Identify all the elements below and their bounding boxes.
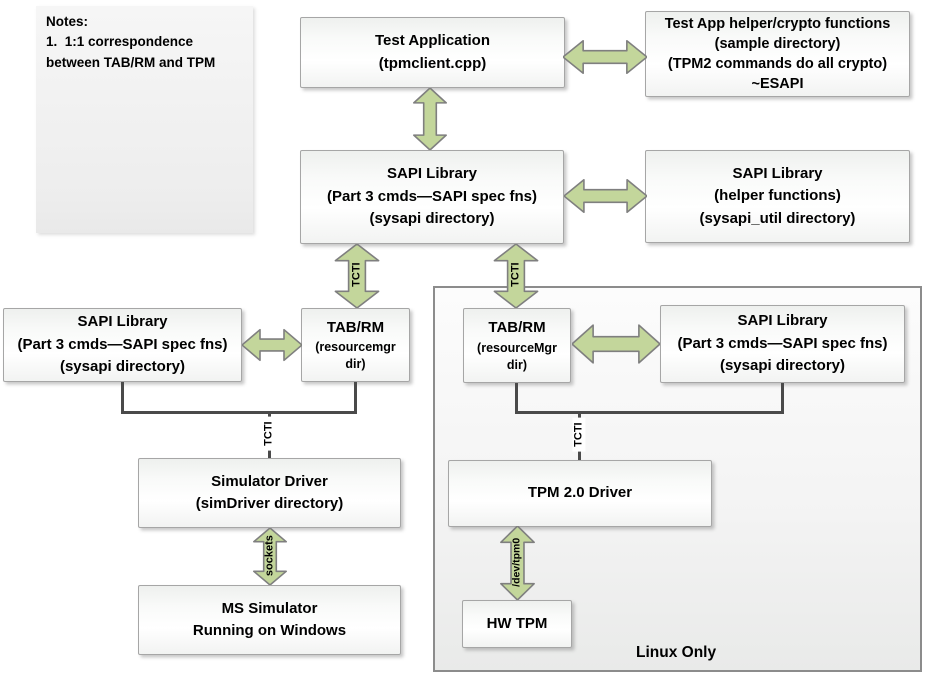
- double-arrow-testapp-sapi-icon: [412, 88, 448, 150]
- node-line: Test App helper/crypto functions: [664, 16, 891, 32]
- node-line: (sysapi directory): [369, 210, 495, 228]
- label-tcti-arrow-left: TCTI: [350, 262, 363, 287]
- node-line: dir): [345, 357, 366, 372]
- connector-line-left-horizontal: [121, 411, 357, 414]
- notes-box: Notes: 1. 1:1 correspondence between TAB…: [36, 6, 253, 233]
- node-line: MS Simulator: [221, 599, 318, 617]
- label-linux-only: Linux Only: [636, 644, 717, 661]
- double-arrow-tcti-left-icon: [333, 244, 381, 308]
- double-arrow-tcti-right-icon: [492, 244, 540, 308]
- node-hw-tpm: HW TPM: [462, 600, 572, 648]
- node-line: SAPI Library: [732, 164, 823, 182]
- connector-line-left-stub2: [354, 382, 357, 414]
- node-tab-rm-left: TAB/RM (resourcemgr dir): [301, 308, 410, 382]
- node-line: TAB/RM: [326, 318, 385, 336]
- node-sapi-library-helper: SAPI Library (helper functions) (sysapi_…: [645, 150, 910, 243]
- node-simulator-driver: Simulator Driver (simDriver directory): [138, 458, 401, 528]
- double-arrow-devtpm0-icon: [499, 526, 536, 600]
- notes-line: between TAB/RM and TPM: [46, 54, 216, 70]
- notes-heading: Notes:: [46, 14, 89, 29]
- node-line: TPM 2.0 Driver: [527, 484, 633, 502]
- node-test-application: Test Application (tpmclient.cpp): [300, 17, 565, 88]
- node-line: (Part 3 cmds—SAPI spec fns): [677, 334, 888, 352]
- node-test-app-helper: Test App helper/crypto functions (sample…: [645, 11, 910, 97]
- node-sapi-library-main: SAPI Library (Part 3 cmds—SAPI spec fns)…: [300, 150, 564, 244]
- node-line: (helper functions): [714, 187, 841, 205]
- node-line: TAB/RM: [488, 319, 546, 337]
- node-sapi-library-left: SAPI Library (Part 3 cmds—SAPI spec fns)…: [3, 308, 242, 382]
- label-sockets: sockets: [263, 535, 276, 577]
- node-line: SAPI Library: [77, 313, 168, 331]
- node-line: (simDriver directory): [195, 495, 344, 512]
- label-tcti-arrow-right: TCTI: [509, 262, 522, 287]
- double-arrow-sockets-icon: [252, 528, 288, 585]
- double-arrow-tabrm-sapiright-icon: [572, 323, 660, 365]
- node-line: (sysapi directory): [719, 357, 846, 375]
- node-line: (sample directory): [714, 36, 841, 52]
- label-tcti-bracket-left: TCTI: [262, 416, 276, 451]
- connector-line-right-horizontal: [515, 411, 784, 414]
- node-line: HW TPM: [486, 614, 548, 632]
- double-arrow-testapp-helper-icon: [563, 39, 647, 75]
- node-line: (tpmclient.cpp): [378, 54, 487, 72]
- double-arrow-sapileft-tabrm-icon: [242, 328, 302, 362]
- connector-line-right-stub1: [515, 383, 518, 414]
- node-line: SAPI Library: [386, 165, 478, 183]
- connector-line-right-stub2: [781, 383, 784, 414]
- node-line: SAPI Library: [737, 312, 828, 330]
- node-sapi-library-right: SAPI Library (Part 3 cmds—SAPI spec fns)…: [660, 305, 905, 383]
- node-line: (resourceMgr: [477, 340, 557, 355]
- node-tpm-20-driver: TPM 2.0 Driver: [448, 460, 712, 527]
- node-ms-simulator: MS Simulator Running on Windows: [138, 585, 401, 655]
- notes-line: 1. 1:1 correspondence: [46, 34, 194, 50]
- node-line: Running on Windows: [192, 622, 347, 639]
- node-line: ~ESAPI: [751, 76, 804, 92]
- node-line: (TPM2 commands do all crypto): [667, 56, 888, 72]
- node-line: (Part 3 cmds—SAPI spec fns): [326, 187, 538, 205]
- connector-line-left-stub1: [121, 382, 124, 414]
- label-tcti-bracket-right: TCTI: [572, 417, 586, 452]
- node-line: (Part 3 cmds—SAPI spec fns): [17, 335, 228, 353]
- double-arrow-sapi-sapihelper-icon: [564, 178, 647, 214]
- node-line: Test Application: [374, 32, 490, 49]
- label-dev-tpm0: /dev/tpm0: [510, 537, 523, 587]
- node-line: (resourcemgr: [315, 340, 396, 355]
- node-line: dir): [506, 357, 528, 372]
- node-line: (sysapi_util directory): [699, 209, 856, 227]
- node-line: (sysapi directory): [59, 358, 186, 376]
- node-line: Simulator Driver: [211, 472, 328, 490]
- node-tab-rm-right: TAB/RM (resourceMgr dir): [463, 308, 571, 383]
